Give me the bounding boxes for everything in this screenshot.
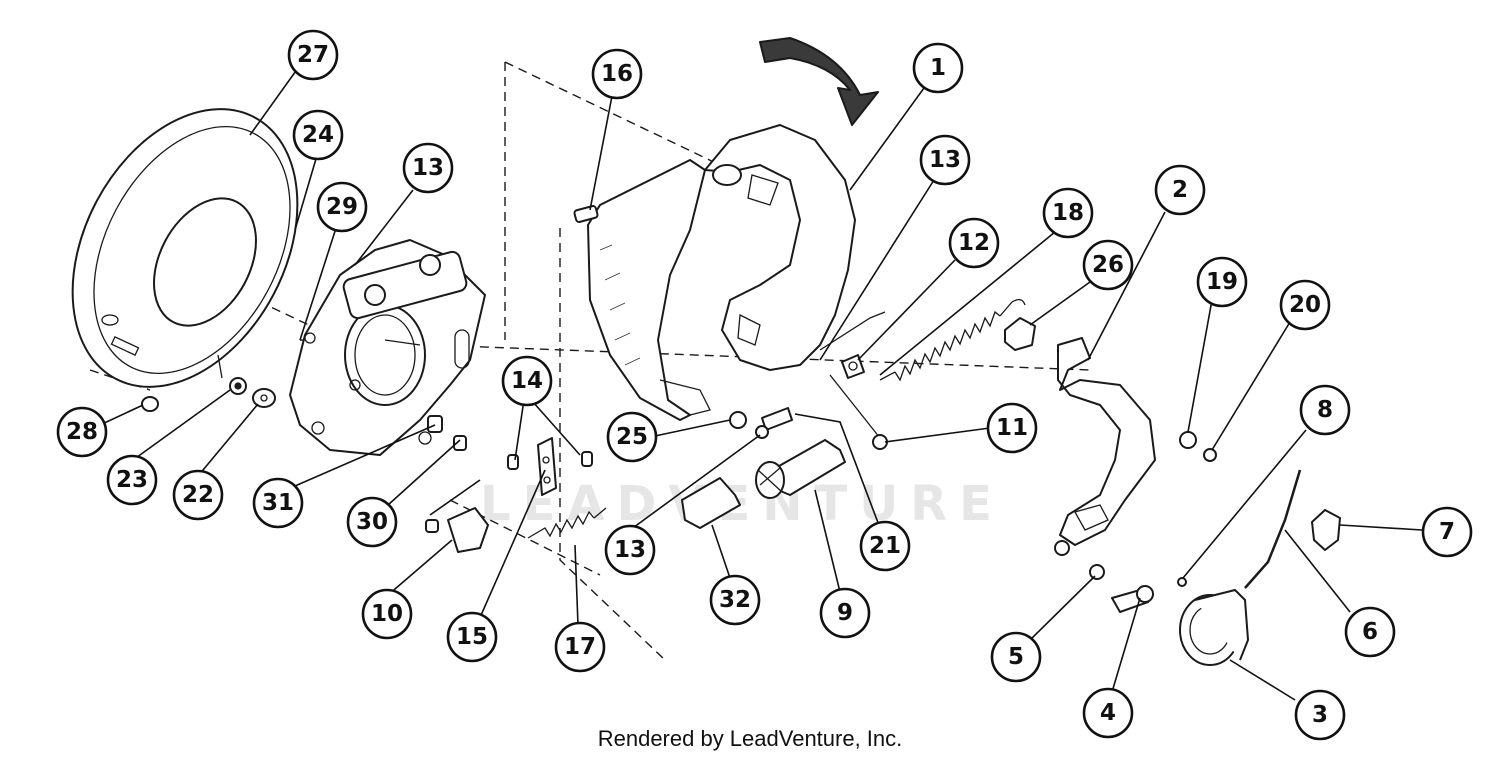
svg-text:17: 17: [564, 634, 596, 660]
callout-9: 9: [819, 587, 871, 639]
svg-text:20: 20: [1289, 292, 1321, 318]
svg-text:25: 25: [616, 424, 648, 450]
callout-28: 28: [56, 406, 108, 458]
callout-17: 17: [554, 621, 606, 673]
rotation-arrow-icon: [759, 37, 879, 126]
svg-text:8: 8: [1317, 397, 1333, 423]
cable-end-8-part: [1177, 577, 1187, 587]
svg-text:24: 24: [302, 122, 334, 148]
svg-text:26: 26: [1092, 252, 1124, 278]
plug-part: [141, 396, 159, 412]
cable-part: [1244, 469, 1302, 589]
svg-text:19: 19: [1206, 269, 1238, 295]
svg-text:7: 7: [1439, 519, 1455, 545]
anchor-plate-part: [289, 239, 486, 456]
sleeve-part: [681, 477, 741, 529]
callout-13c: 13: [604, 524, 656, 576]
svg-text:3: 3: [1312, 702, 1328, 728]
callout-13b: 13: [919, 134, 971, 186]
spring-part: [527, 507, 607, 539]
callout-25: 25: [606, 411, 658, 463]
svg-text:13: 13: [412, 155, 444, 181]
svg-text:2: 2: [1172, 177, 1188, 203]
callout-31: 31: [252, 477, 304, 529]
svg-text:10: 10: [371, 601, 403, 627]
drum-part: [1179, 589, 1249, 666]
svg-text:1: 1: [930, 55, 946, 81]
callout-16: 16: [591, 48, 643, 100]
svg-text:22: 22: [182, 482, 214, 508]
svg-text:4: 4: [1100, 700, 1116, 726]
svg-text:12: 12: [958, 230, 990, 256]
backing-plate-part: [71, 108, 299, 388]
svg-text:30: 30: [356, 509, 388, 535]
callout-26: 26: [1082, 239, 1134, 291]
svg-text:15: 15: [456, 624, 488, 650]
pin-washer-parts: [1089, 564, 1154, 613]
callout-23: 23: [106, 454, 158, 506]
adjuster-screw-part: [755, 407, 846, 499]
clip-part: [447, 507, 489, 553]
svg-text:29: 29: [326, 194, 358, 220]
callout-15: 15: [446, 611, 498, 663]
svg-text:14: 14: [511, 368, 543, 394]
block-part: [1004, 317, 1036, 351]
callout-18: 18: [1042, 187, 1094, 239]
callout-5: 5: [990, 631, 1042, 683]
callout-11: 11: [986, 402, 1038, 454]
svg-text:18: 18: [1052, 200, 1084, 226]
callout-27: 27: [287, 29, 339, 81]
bracket-part: [537, 437, 557, 496]
svg-text:13: 13: [614, 537, 646, 563]
callout-20: 20: [1279, 279, 1331, 331]
callout-2: 2: [1154, 164, 1206, 216]
callout-1: 1: [912, 42, 964, 94]
callout-4: 4: [1082, 687, 1134, 739]
callout-22: 22: [172, 469, 224, 521]
svg-text:28: 28: [66, 419, 98, 445]
callout-21: 21: [859, 520, 911, 572]
callout-19: 19: [1196, 256, 1248, 308]
callout-13a: 13: [402, 142, 454, 194]
callout-14: 14: [501, 355, 553, 407]
adjuster-pin-parts: [819, 311, 888, 450]
return-spring-part: [879, 298, 1026, 382]
svg-text:5: 5: [1008, 644, 1024, 670]
footer-credit: Rendered by LeadVenture, Inc.: [597, 726, 903, 751]
washer-parts: [217, 354, 276, 408]
svg-text:16: 16: [601, 61, 633, 87]
callout-7: 7: [1421, 506, 1473, 558]
clip-7-part: [1311, 509, 1341, 551]
callout-29: 29: [316, 181, 368, 233]
callout-3: 3: [1294, 689, 1346, 741]
washer-25-part: [729, 411, 747, 429]
svg-text:9: 9: [837, 600, 853, 626]
callout-8: 8: [1299, 384, 1351, 436]
lever-arm-part: [1054, 337, 1156, 556]
callout-6: 6: [1344, 606, 1396, 658]
svg-text:13: 13: [929, 147, 961, 173]
callout-30: 30: [346, 496, 398, 548]
watermark-text: LEADVENTURE: [480, 476, 1004, 532]
svg-text:27: 27: [297, 42, 329, 68]
svg-text:32: 32: [719, 587, 751, 613]
callout-10: 10: [361, 588, 413, 640]
leader-lines: [99, 67, 1423, 701]
callout-32: 32: [709, 574, 761, 626]
brake-shoe-part: [573, 124, 856, 421]
callout-24: 24: [292, 109, 344, 161]
washer-19-part: [1179, 431, 1197, 449]
nut-20-part: [1203, 448, 1217, 462]
svg-text:23: 23: [116, 467, 148, 493]
svg-text:11: 11: [996, 415, 1028, 441]
svg-text:21: 21: [869, 533, 901, 559]
svg-text:6: 6: [1362, 619, 1378, 645]
callout-12: 12: [948, 217, 1000, 269]
svg-text:31: 31: [262, 490, 294, 516]
